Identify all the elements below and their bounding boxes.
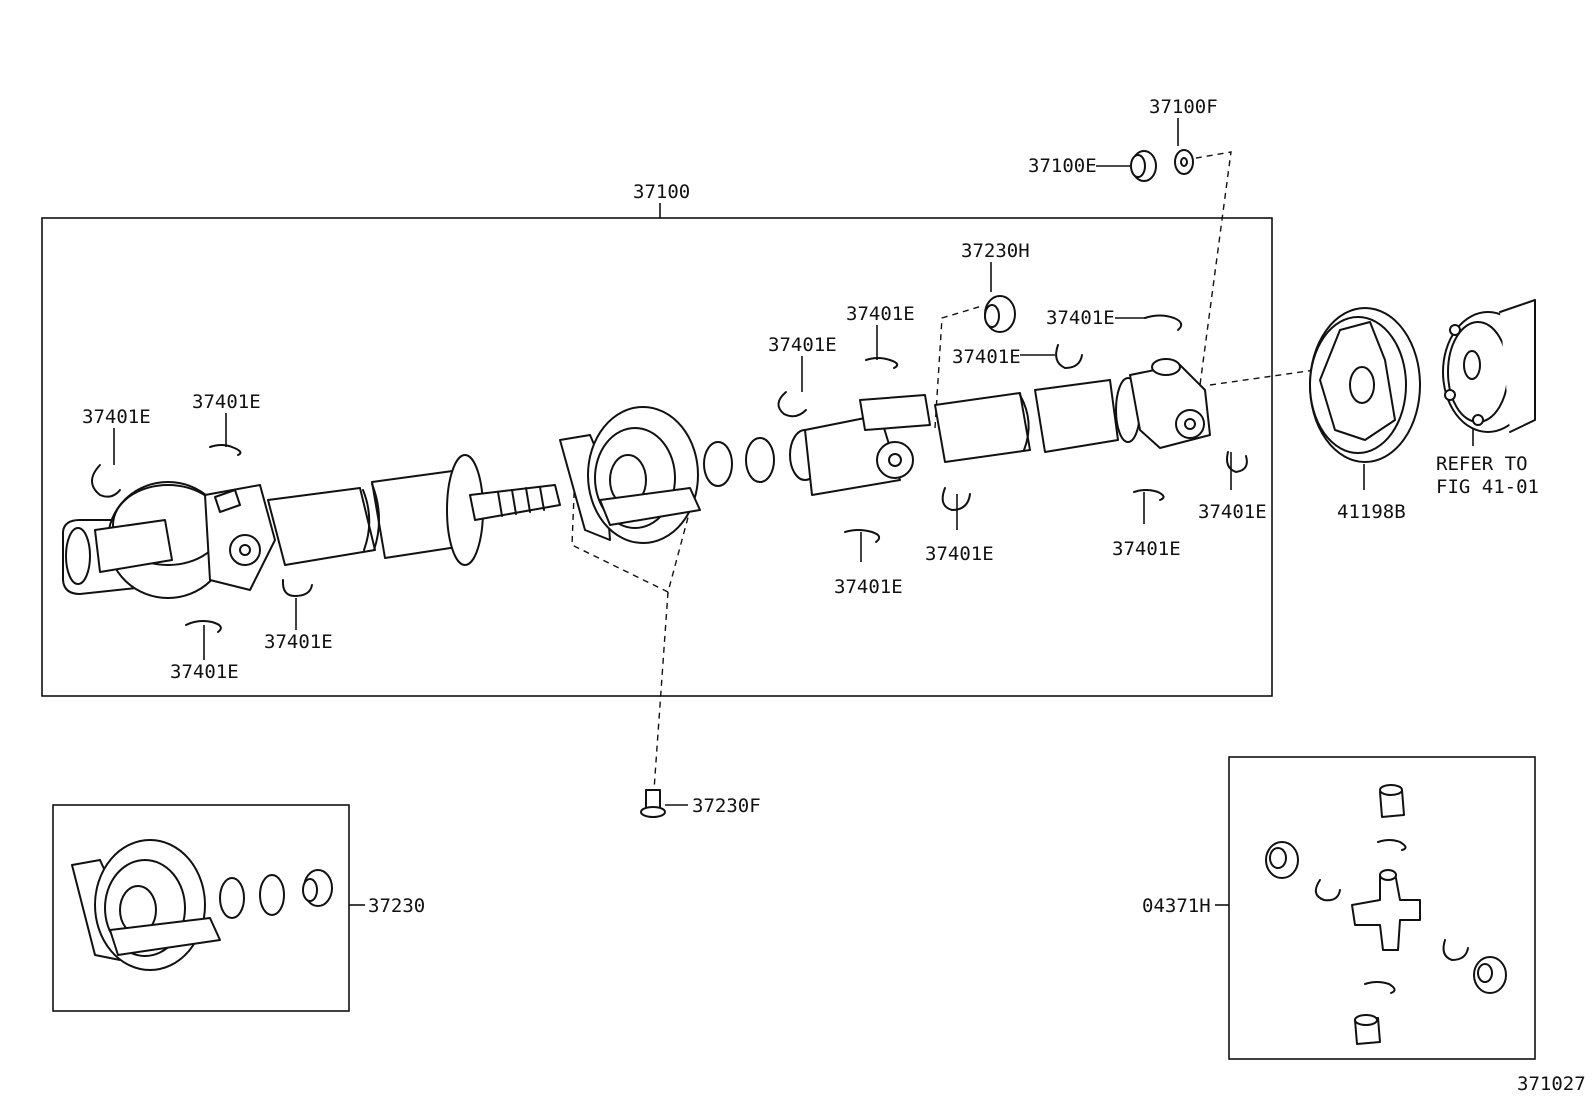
inset-washer-2	[259, 874, 285, 916]
spider-snap-ring-2	[1314, 879, 1341, 902]
spider-cross	[1351, 869, 1421, 951]
spider-snap-ring-4	[1364, 981, 1396, 994]
snap-ring-12	[1226, 451, 1248, 474]
label-37401e-1: 37401E	[82, 406, 151, 428]
flange-plate-41198b	[1309, 307, 1421, 463]
rear-propeller-shaft	[934, 377, 1141, 463]
washer-ring-2	[745, 437, 775, 483]
front-universal-joint	[204, 484, 276, 591]
figure-id: 371027	[1517, 1073, 1586, 1095]
label-37401e-8: 37401E	[1046, 307, 1115, 329]
label-41198b: 41198B	[1337, 501, 1406, 523]
snap-ring-7	[1055, 344, 1083, 370]
label-37230h: 37230H	[961, 240, 1030, 262]
label-37401e-7: 37401E	[952, 346, 1021, 368]
center-support-bearing	[559, 406, 701, 544]
snap-ring-4	[185, 620, 222, 633]
snap-ring-8	[1144, 314, 1183, 331]
spider-snap-ring-3	[1442, 939, 1469, 962]
label-04371h: 04371H	[1142, 895, 1211, 917]
bearing-cup-right	[1473, 956, 1507, 994]
washer-ring-1	[703, 441, 733, 487]
snap-ring-6	[865, 357, 899, 369]
label-37401e-3: 37401E	[264, 631, 333, 653]
label-37230: 37230	[368, 895, 425, 917]
snap-ring-5	[777, 391, 807, 418]
label-37401e-5: 37401E	[768, 334, 837, 356]
label-37100: 37100	[633, 181, 690, 203]
front-propeller-shaft	[267, 454, 561, 566]
label-37401e-11: 37401E	[1112, 538, 1181, 560]
snap-ring-10	[844, 529, 881, 543]
nut-37100e	[1130, 150, 1157, 182]
label-37230f: 37230F	[692, 795, 761, 817]
center-flange-yoke	[789, 394, 931, 496]
center-bearing-37230-inset	[71, 839, 221, 971]
washer-37100f	[1174, 149, 1194, 175]
inset-cushion	[302, 869, 333, 907]
label-fig-41-01: FIG 41-01	[1436, 476, 1539, 498]
bearing-cup-left	[1265, 841, 1299, 879]
spider-snap-ring-1	[1377, 839, 1407, 851]
inset-washer-1	[219, 877, 245, 919]
label-37100e: 37100E	[1028, 155, 1097, 177]
rear-universal-joint	[1129, 358, 1211, 449]
snap-ring-1	[91, 464, 121, 498]
center-bearing-box	[52, 804, 350, 1012]
bearing-cup-top	[1379, 784, 1405, 818]
front-slip-yoke	[62, 481, 229, 599]
snap-ring-9	[941, 487, 971, 512]
snap-ring-2	[209, 444, 242, 456]
label-37401e-9: 37401E	[925, 543, 994, 565]
label-37401e-2: 37401E	[192, 391, 261, 413]
label-37401e-12: 37401E	[1198, 501, 1267, 523]
assembly-box	[41, 217, 1273, 697]
label-37401e-6: 37401E	[846, 303, 915, 325]
label-37401e-4: 37401E	[170, 661, 239, 683]
label-37100f: 37100F	[1149, 96, 1218, 118]
cushion-37230h	[984, 295, 1016, 333]
spider-kit-box	[1228, 756, 1536, 1060]
differential-companion-flange	[1442, 299, 1536, 433]
label-37401e-10: 37401E	[834, 576, 903, 598]
bolt-37230f	[640, 789, 666, 818]
snap-ring-11	[1133, 489, 1165, 501]
label-refer-to: REFER TO	[1436, 453, 1528, 475]
bearing-cup-bottom	[1354, 1014, 1381, 1045]
snap-ring-3	[281, 579, 313, 598]
